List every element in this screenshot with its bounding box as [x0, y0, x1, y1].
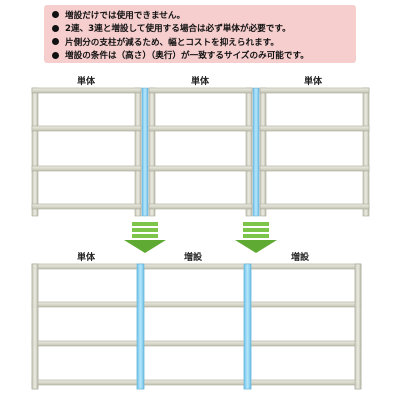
bottom-unit-label-3: 増設 [290, 253, 309, 263]
note-item: 2連、3連と増設して使用する場合は必ず単体が必要です。 [52, 22, 350, 36]
shelf-post [362, 87, 370, 217]
note-text: 2連、3連と増設して使用する場合は必ず単体が必要です。 [65, 24, 291, 35]
shelf-board [259, 203, 370, 210]
note-text: 片側分の支柱が減るため、幅とコストを抑えられます。 [65, 37, 279, 48]
bullet-icon [52, 11, 59, 19]
shelf-board [31, 165, 142, 172]
shelf-post [259, 87, 267, 217]
shelf-board [31, 263, 362, 270]
top-unit-3 [259, 87, 370, 217]
shelf-board [31, 125, 142, 132]
shelf-post [245, 87, 253, 217]
shelf-board [259, 165, 370, 172]
shelf-board [31, 301, 362, 308]
bullet-icon [52, 38, 59, 46]
shelf-post [31, 87, 39, 217]
note-item: 増設だけでは使用できません。 [52, 8, 350, 22]
shelf-board [31, 203, 142, 210]
note-item: 増設の条件は（高さ）（奥行）が一致するサイズのみ可能です。 [52, 49, 350, 63]
top-unit-1 [31, 87, 142, 217]
shelf-board [148, 203, 253, 210]
shelf-post [31, 263, 39, 390]
shelf-board [31, 379, 362, 386]
down-arrow-icon [235, 222, 277, 253]
shelf-post [148, 87, 156, 217]
shelf-board [31, 340, 362, 347]
shelf-board [148, 125, 253, 132]
shelf-board [259, 125, 370, 132]
highlight-post [252, 87, 260, 217]
down-arrow-icon [124, 222, 166, 253]
bullet-icon [52, 51, 59, 59]
highlight-post [136, 263, 145, 390]
note-item: 片側分の支柱が減るため、幅とコストを抑えられます。 [52, 35, 350, 49]
bullet-icon [52, 24, 59, 32]
top-unit-label-3: 単体 [303, 77, 322, 87]
top-unit-2 [148, 87, 253, 217]
notes-panel: 増設だけでは使用できません。 2連、3連と増設して使用する場合は必ず単体が必要で… [44, 5, 356, 63]
bottom-unit-label-1: 単体 [76, 253, 95, 263]
shelf-board [31, 87, 142, 94]
highlight-post [243, 263, 252, 390]
highlight-post [141, 87, 149, 217]
top-shelf-row [31, 87, 370, 217]
note-text: 増設の条件は（高さ）（奥行）が一致するサイズのみ可能です。 [65, 51, 309, 62]
shelf-board [259, 87, 370, 94]
bottom-unit-label-2: 増設 [183, 253, 202, 263]
note-text: 増設だけでは使用できません。 [65, 10, 186, 21]
top-unit-label-1: 単体 [76, 77, 95, 87]
shelf-post [354, 263, 362, 390]
shelf-board [148, 165, 253, 172]
shelf-board [148, 87, 253, 94]
top-unit-label-2: 単体 [190, 77, 209, 87]
shelf-post [134, 87, 142, 217]
bottom-shelf-row [31, 263, 362, 390]
